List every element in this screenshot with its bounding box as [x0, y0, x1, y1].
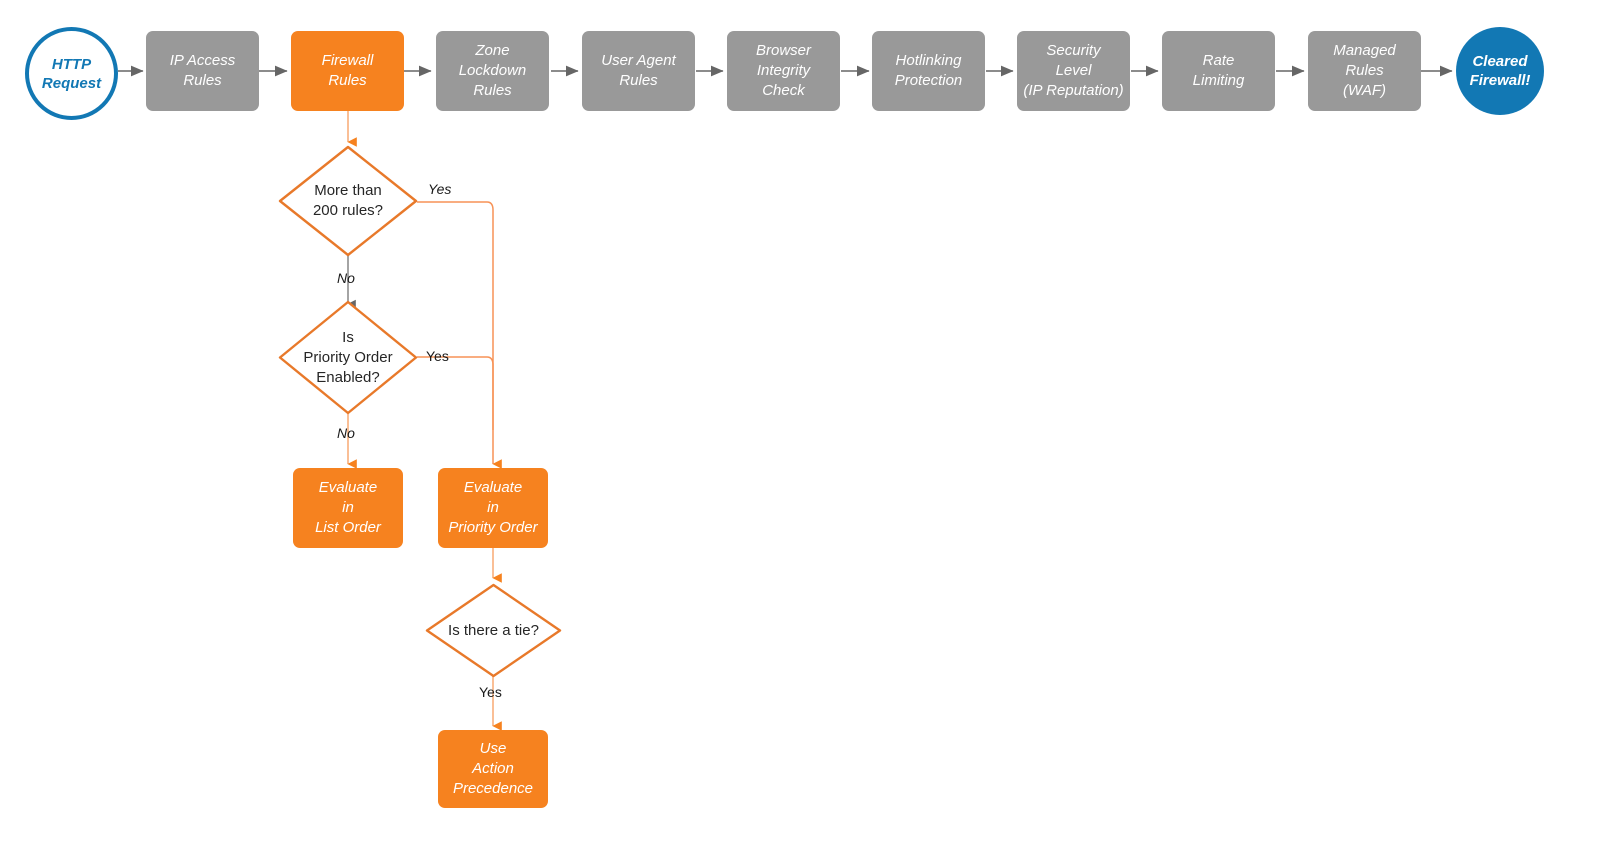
node-label: HTTP Request: [41, 55, 102, 92]
decision-more-than-200-rules[interactable]: More than 200 rules?: [278, 145, 418, 257]
node-zone-lockdown-rules[interactable]: Zone Lockdown Rules: [436, 31, 549, 111]
decision-label: Is Priority Order Enabled?: [303, 328, 393, 386]
node-browser-integrity-check[interactable]: Browser Integrity Check: [727, 31, 840, 111]
node-label: Evaluate in Priority Order: [448, 479, 538, 536]
node-use-action-precedence[interactable]: Use Action Precedence: [438, 730, 548, 808]
node-hotlinking-protection[interactable]: Hotlinking Protection: [872, 31, 985, 111]
node-evaluate-in-priority-order[interactable]: Evaluate in Priority Order: [438, 468, 548, 548]
decision-label: More than 200 rules?: [312, 182, 384, 219]
node-label: Zone Lockdown Rules: [458, 42, 527, 99]
decision-is-there-a-tie[interactable]: Is there a tie?: [425, 583, 562, 678]
edge-label-tie-yes: Yes: [479, 684, 502, 700]
node-label: IP Access Rules: [169, 52, 236, 89]
decision-label: Is there a tie?: [448, 621, 539, 639]
node-user-agent-rules[interactable]: User Agent Rules: [582, 31, 695, 111]
edge-priorityorder-yes: [417, 356, 494, 430]
edge-rulecount-yes: [417, 201, 502, 469]
node-label: Cleared Firewall!: [1469, 53, 1531, 89]
decision-is-priority-order-enabled[interactable]: Is Priority Order Enabled?: [278, 300, 418, 415]
node-rate-limiting[interactable]: Rate Limiting: [1162, 31, 1275, 111]
node-ip-access-rules[interactable]: IP Access Rules: [146, 31, 259, 111]
node-cleared-firewall[interactable]: Cleared Firewall!: [1456, 27, 1544, 115]
node-label: Firewall Rules: [321, 52, 374, 89]
node-label: Hotlinking Protection: [894, 52, 963, 89]
node-label: Evaluate in List Order: [315, 479, 381, 536]
edge-label-more-than-200-yes: Yes: [428, 181, 452, 197]
node-label: Rate Limiting: [1192, 52, 1245, 89]
node-evaluate-in-list-order[interactable]: Evaluate in List Order: [293, 468, 403, 548]
node-label: Security Level (IP Reputation): [1023, 42, 1124, 99]
edge-label-priority-order-no: No: [337, 425, 355, 441]
node-firewall-rules[interactable]: Firewall Rules: [291, 31, 404, 111]
diamond-shape: [278, 300, 418, 415]
edge-label-more-than-200-no: No: [337, 270, 355, 286]
node-label: User Agent Rules: [601, 52, 676, 89]
node-http-request[interactable]: HTTP Request: [25, 27, 118, 120]
node-security-level[interactable]: Security Level (IP Reputation): [1017, 31, 1130, 111]
node-label: Managed Rules (WAF): [1333, 42, 1396, 99]
node-label: Browser Integrity Check: [755, 42, 811, 99]
node-managed-rules-waf[interactable]: Managed Rules (WAF): [1308, 31, 1421, 111]
node-label: Use Action Precedence: [452, 740, 534, 797]
edge-label-priority-order-yes: Yes: [426, 348, 449, 364]
